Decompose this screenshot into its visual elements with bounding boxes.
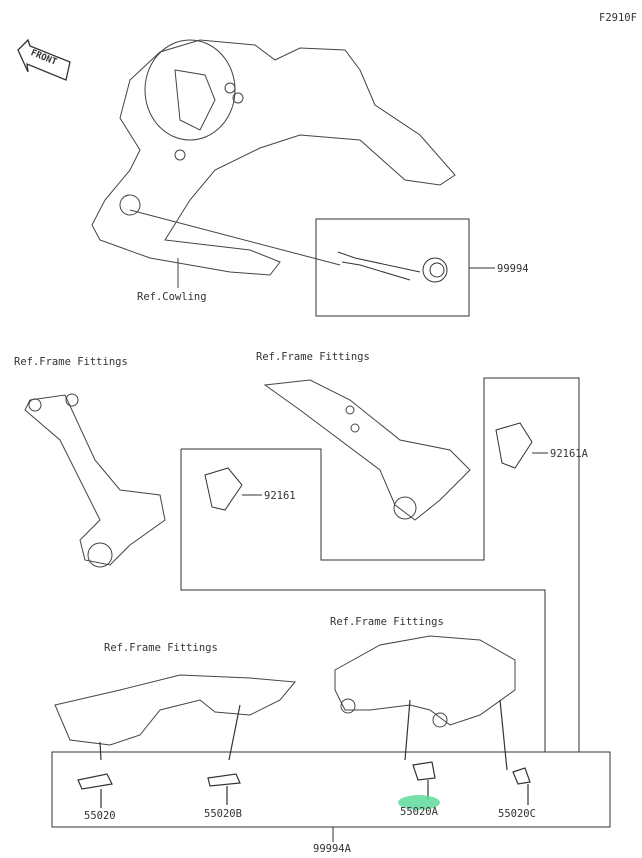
frame-fitting-lower-right: [334, 635, 516, 728]
label-55020A[interactable]: 55020A: [400, 806, 438, 818]
socket-part: [337, 251, 448, 283]
label-ref-frame-fittings: Ref.Frame Fittings: [330, 616, 444, 628]
frame-fitting-lower-left: [54, 674, 296, 746]
cover-92161A: [495, 422, 533, 469]
label-55020C[interactable]: 55020C: [498, 808, 536, 820]
box-99994A: [51, 751, 611, 828]
label-99994: 99994: [497, 263, 529, 275]
box-92161-outline: [180, 449, 546, 752]
label-ref-frame-fittings: Ref.Frame Fittings: [256, 351, 370, 363]
label-99994A[interactable]: 99994A: [313, 843, 351, 855]
box-92161A-outline: [181, 377, 580, 752]
strips: [77, 699, 531, 808]
label-ref-frame-fittings: Ref.Frame Fittings: [104, 642, 218, 654]
label-55020[interactable]: 55020: [84, 810, 116, 822]
cowling-part: [91, 39, 456, 288]
front-arrow-icon: [17, 38, 71, 81]
label-92161A: 92161A: [550, 448, 588, 460]
label-92161: 92161: [264, 490, 296, 502]
cover-92161: [204, 467, 243, 511]
box-99994: [315, 218, 470, 317]
label-ref-frame-fittings: Ref.Frame Fittings: [14, 356, 128, 368]
figure-code: F2910F: [599, 12, 637, 24]
highlight-marker: [398, 795, 440, 810]
frame-fitting-upper: [263, 379, 471, 521]
label-55020B[interactable]: 55020B: [204, 808, 242, 820]
label-ref-cowling: Ref.Cowling: [137, 291, 207, 303]
frame-fitting-left: [24, 393, 166, 568]
